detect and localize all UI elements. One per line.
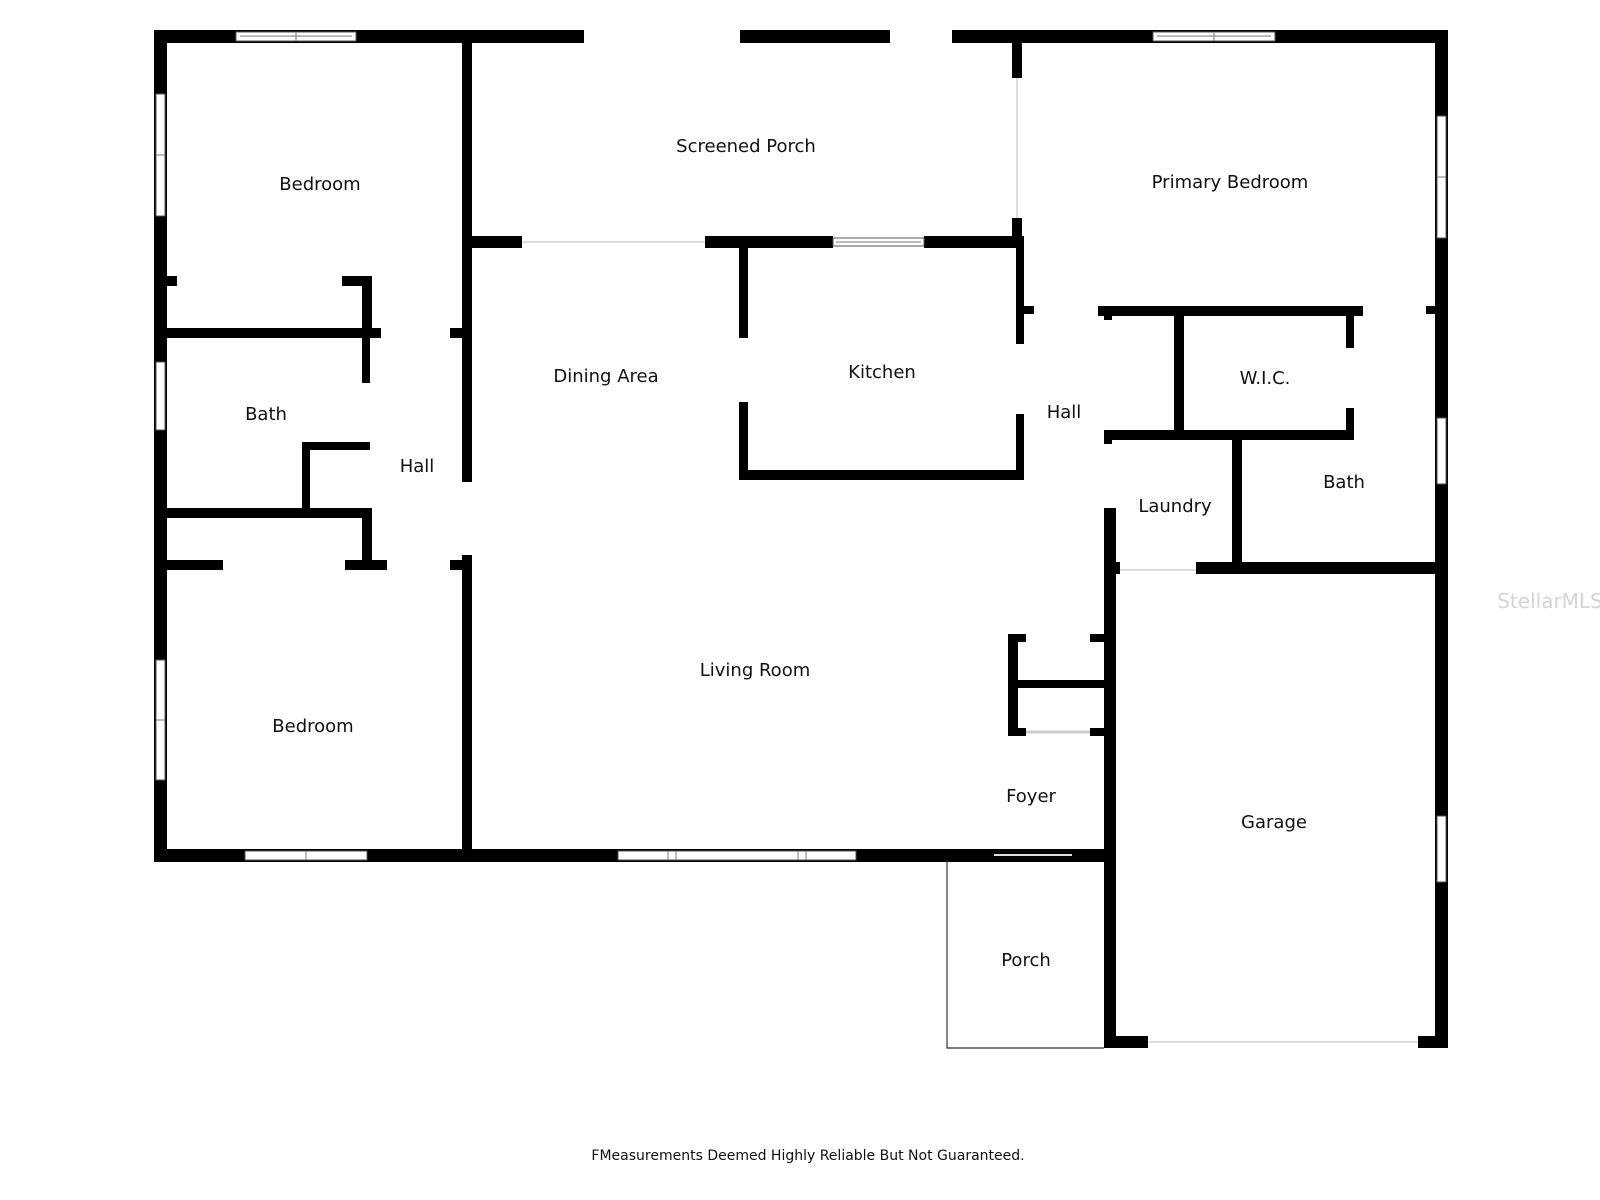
label-wic: W.I.C.: [1240, 368, 1291, 389]
footer-disclaimer: FMeasurements Deemed Highly Reliable But…: [591, 1148, 1024, 1164]
label-living-room: Living Room: [700, 660, 811, 681]
label-screened-porch: Screened Porch: [676, 136, 816, 157]
label-hall-right: Hall: [1047, 402, 1082, 423]
label-primary-bedroom: Primary Bedroom: [1152, 172, 1309, 193]
label-bath-right: Bath: [1323, 472, 1365, 493]
label-dining-area: Dining Area: [553, 366, 658, 387]
windows: [155, 31, 1447, 883]
label-porch: Porch: [1001, 950, 1051, 971]
watermark: StellarMLS: [1497, 589, 1600, 613]
front-porch-outline: [946, 849, 1116, 1049]
label-foyer: Foyer: [1006, 786, 1056, 807]
label-garage: Garage: [1241, 812, 1307, 833]
openings: [522, 78, 1418, 1043]
label-bedroom-top-left: Bedroom: [279, 174, 360, 195]
label-bedroom-bottom-left: Bedroom: [272, 716, 353, 737]
label-kitchen: Kitchen: [848, 362, 916, 383]
label-bath-left: Bath: [245, 404, 287, 425]
label-laundry: Laundry: [1138, 496, 1212, 517]
room-labels: Screened Porch Bedroom Primary Bedroom D…: [245, 136, 1365, 971]
interior-walls: [167, 40, 1442, 855]
label-hall-left: Hall: [400, 456, 435, 477]
